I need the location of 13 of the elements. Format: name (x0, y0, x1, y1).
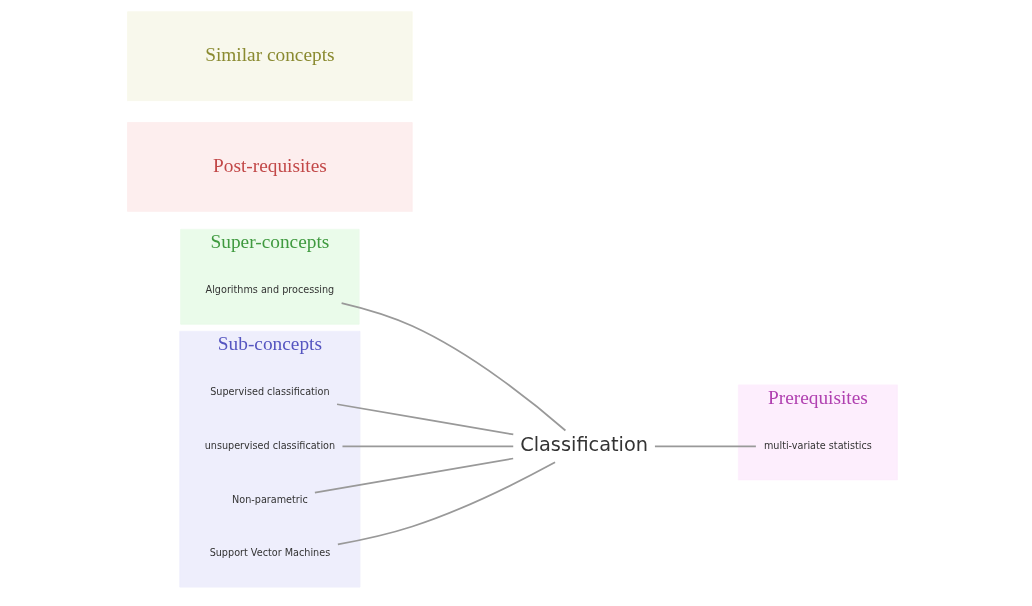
node-text: Supervised classification (210, 386, 330, 398)
node-text: Algorithms and processing (205, 284, 335, 296)
node-text: Support Vector Machines (209, 547, 331, 559)
connector (340, 302, 567, 432)
connector (654, 445, 757, 448)
node-text: Non-parametric (232, 493, 308, 505)
node-text: unsupervised classification (204, 439, 336, 451)
node-text: multi-variate statistics (763, 439, 872, 451)
connector (314, 457, 515, 494)
node-text: Classification (520, 433, 649, 457)
connector (337, 461, 556, 546)
connector (336, 403, 515, 436)
connector (341, 445, 515, 448)
